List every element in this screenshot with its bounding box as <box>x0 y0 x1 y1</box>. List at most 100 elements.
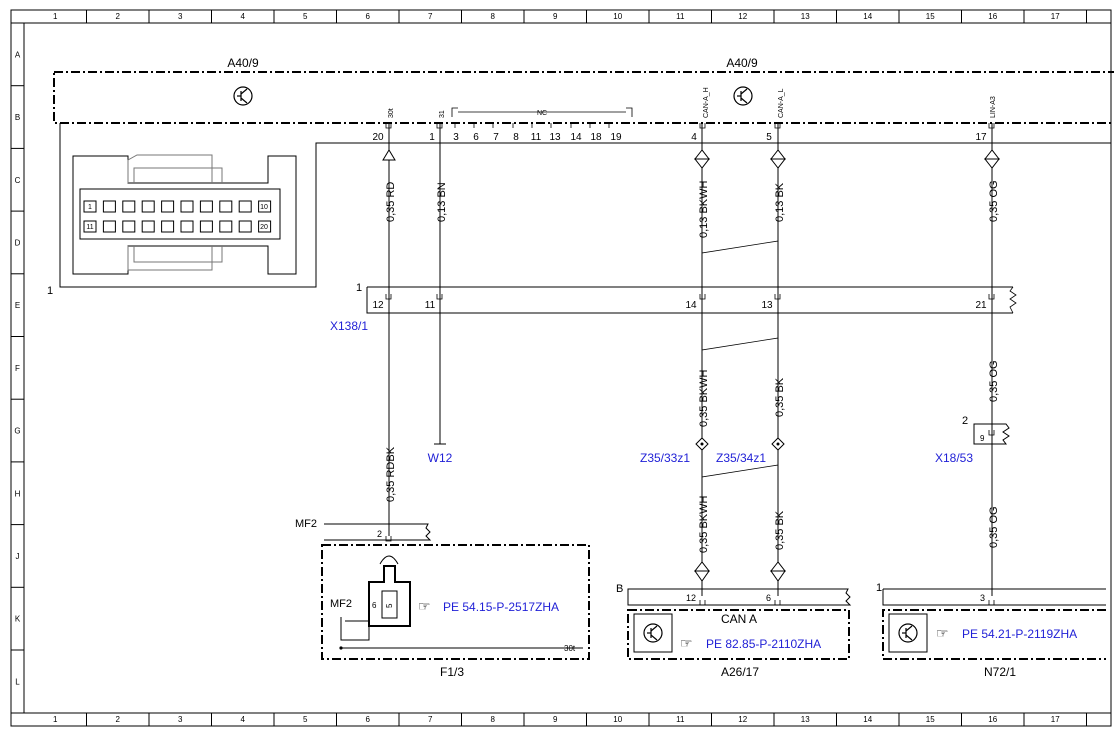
a40-pin-5: 5 <box>766 132 772 143</box>
grid-row-B: B <box>15 113 20 122</box>
a40-pin-17: 17 <box>975 132 987 143</box>
w4-top-label: 0,13 BK <box>774 182 786 222</box>
wire1-arrow-icon <box>382 149 396 161</box>
grid-col-bottom-11: 11 <box>676 715 685 724</box>
grid-col-bottom-3: 3 <box>178 715 183 724</box>
grid-col-bottom-2: 2 <box>116 715 121 724</box>
connector-pin-cell <box>161 200 175 213</box>
sig-lin: LIN-A3 <box>990 96 997 118</box>
f13-30t: 30t <box>564 644 576 653</box>
connector-pin-cell <box>83 200 97 213</box>
n72-one: 1 <box>876 582 882 594</box>
grid-col-top-4: 4 <box>241 12 246 21</box>
a40-pin-6: 6 <box>473 132 479 143</box>
a40-transistor-icon-right <box>733 86 753 106</box>
grid-col-top-10: 10 <box>613 12 622 21</box>
grid-row-F: F <box>15 364 20 373</box>
grid-col-top-1: 1 <box>53 12 58 21</box>
connector-pin-cell <box>122 200 136 213</box>
grid-col-top-12: 12 <box>738 12 747 21</box>
a40-module-box <box>53 71 1114 124</box>
connector-pin-11: 11 <box>86 224 93 231</box>
a26-label: A26/17 <box>721 665 759 679</box>
b-label: B <box>616 583 623 595</box>
double-arrow-icons <box>693 149 1001 582</box>
x18-label: X18/53 <box>935 451 973 465</box>
a40-transistor-icon-left <box>233 86 253 106</box>
n72-pin-3: 3 <box>980 593 985 603</box>
mf2-pin: 2 <box>377 529 382 539</box>
connector-pin-10: 10 <box>260 204 268 211</box>
connector-pin-cell <box>199 200 213 213</box>
connector-pin-cell <box>141 200 155 213</box>
a26-ref-link[interactable]: PE 82.85-P-2110ZHA <box>706 637 821 651</box>
connector-pin-1: 1 <box>88 204 92 211</box>
x18-pin: 9 <box>980 434 985 443</box>
grid-row-L: L <box>15 677 20 686</box>
x138-one: 1 <box>356 282 362 294</box>
w1-mid-label: 0,35 RDBK <box>385 446 397 502</box>
grid-col-bottom-7: 7 <box>428 715 433 724</box>
a40-pin-13: 13 <box>549 132 561 143</box>
connector-pin-cell <box>83 220 97 233</box>
a40-right-label: A40/9 <box>726 56 758 70</box>
sig-30t: 30t <box>388 108 395 118</box>
grid-col-top-16: 16 <box>988 12 997 21</box>
fuse-pin-6: 6 <box>372 601 377 610</box>
f13-label: F1/3 <box>440 665 464 679</box>
grid-col-bottom-13: 13 <box>801 715 810 724</box>
a26-box <box>627 609 850 660</box>
z35-34-label: Z35/34z1 <box>716 451 766 465</box>
x138-pin-12: 12 <box>372 300 384 311</box>
can-a-label: CAN A <box>721 612 757 626</box>
grid-row-G: G <box>14 427 20 436</box>
grid-col-top-7: 7 <box>428 12 433 21</box>
grid-col-bottom-1: 1 <box>53 715 58 724</box>
grid-col-bottom-14: 14 <box>863 715 872 724</box>
n72-ref-link[interactable]: PE 54.21-P-2119ZHA <box>962 627 1077 641</box>
grid-col-bottom-10: 10 <box>613 715 622 724</box>
f13-ref-link[interactable]: PE 54.15-P-2517ZHA <box>443 600 559 614</box>
hand-pointer-icon-f13: ☞ <box>418 598 431 614</box>
connector-pin-cell <box>102 200 116 213</box>
grid-col-bottom-6: 6 <box>366 715 371 724</box>
grid-row-K: K <box>15 615 21 624</box>
sig-31: 31 <box>439 110 446 118</box>
x138-pin-21: 21 <box>975 300 987 311</box>
grid-col-bottom-17: 17 <box>1051 715 1060 724</box>
mf2-connector <box>324 523 432 541</box>
grid-row-E: E <box>15 301 20 310</box>
splice-diamond-icons <box>695 437 785 451</box>
w5-low-label: 0,35 OG <box>988 506 1000 548</box>
drawing-frame <box>10 9 1112 727</box>
grid-col-top-3: 3 <box>178 12 183 21</box>
connector-pin-cell <box>122 220 136 233</box>
a40-pin-7: 7 <box>493 132 499 143</box>
grid-col-bottom-8: 8 <box>491 715 496 724</box>
grid-col-top-17: 17 <box>1051 12 1060 21</box>
f13-box <box>321 544 590 660</box>
grid-col-top-8: 8 <box>491 12 496 21</box>
a40-pin-1: 1 <box>429 132 435 143</box>
x138-label: X138/1 <box>330 319 368 333</box>
grid-row-H: H <box>15 489 21 498</box>
w5-top-label: 0,35 OG <box>988 180 1000 222</box>
hand-pointer-icon-a26: ☞ <box>680 635 693 651</box>
a26-pin-12: 12 <box>686 593 696 603</box>
a40-pin-19: 19 <box>610 132 622 143</box>
fuse-holder-icon <box>340 555 583 649</box>
connector-pin-cell <box>258 200 272 213</box>
connector-pin-cell <box>219 220 233 233</box>
grid-row-C: C <box>15 176 21 185</box>
a40-pin-3: 3 <box>453 132 459 143</box>
a40-pin-8: 8 <box>513 132 519 143</box>
x138-pin-11: 11 <box>425 300 436 311</box>
connector-pin-cell <box>180 200 194 213</box>
grid-col-top-5: 5 <box>303 12 308 21</box>
grid-col-top-15: 15 <box>926 12 935 21</box>
a26-connector <box>627 588 852 606</box>
a40-pin-14: 14 <box>570 132 582 143</box>
grid-row-D: D <box>15 238 21 247</box>
grid-col-bottom-4: 4 <box>241 715 246 724</box>
